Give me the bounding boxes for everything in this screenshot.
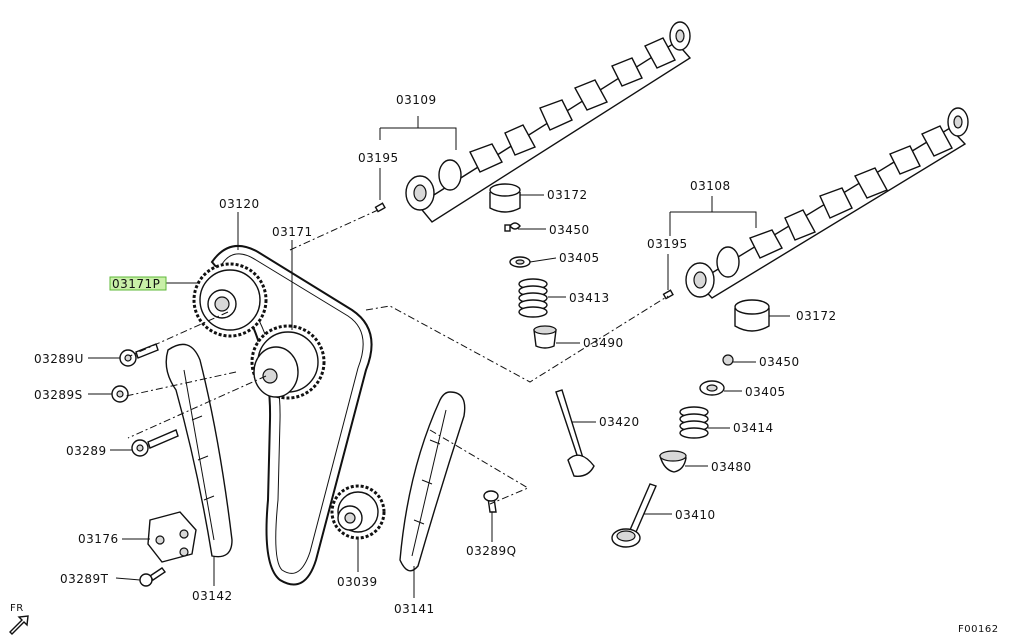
label-03289T[interactable]: 03289T [60, 572, 109, 586]
bolt-03289T[interactable] [139, 567, 167, 587]
seal-03490[interactable] [533, 325, 557, 349]
label-03289U[interactable]: 03289U [34, 352, 84, 366]
label-03414[interactable]: 03414 [733, 421, 774, 435]
label-03480[interactable]: 03480 [711, 460, 752, 474]
label-03490[interactable]: 03490 [583, 336, 624, 350]
lifter-03172a[interactable] [489, 183, 521, 213]
label-03450a[interactable]: 03450 [549, 223, 590, 237]
figure-code: F00162 [958, 624, 999, 635]
seal-03480[interactable] [659, 450, 687, 473]
label-03195b[interactable]: 03195 [647, 237, 688, 251]
retainer-03405a[interactable] [509, 256, 531, 268]
pin-03195b[interactable] [662, 289, 674, 300]
spring-03413[interactable] [518, 278, 548, 318]
fr-label: FR [10, 603, 24, 614]
lifter-03172b[interactable] [734, 299, 770, 332]
highlight-03171P [109, 276, 167, 291]
bolt-03289Q[interactable] [483, 490, 499, 513]
spring-03414[interactable] [679, 406, 709, 439]
camshaft-03108[interactable] [685, 107, 969, 299]
valve-03410[interactable] [611, 483, 657, 548]
sprocket-03171[interactable] [250, 324, 326, 400]
label-03405b[interactable]: 03405 [745, 385, 786, 399]
keeper-03450b[interactable] [722, 354, 734, 366]
label-03176[interactable]: 03176 [78, 532, 119, 546]
label-03420[interactable]: 03420 [599, 415, 640, 429]
label-03172a[interactable]: 03172 [547, 188, 588, 202]
pin-03195a[interactable] [374, 202, 386, 213]
label-03172b[interactable]: 03172 [796, 309, 837, 323]
label-03141[interactable]: 03141 [394, 602, 435, 616]
label-03289[interactable]: 03289 [66, 444, 107, 458]
chain-guide-03141[interactable] [399, 391, 466, 572]
label-03450b[interactable]: 03450 [759, 355, 800, 369]
label-03405a[interactable]: 03405 [559, 251, 600, 265]
label-03171P[interactable]: 03171P [112, 277, 160, 291]
retainer-03405b[interactable] [699, 380, 725, 396]
camshaft-03109[interactable] [405, 21, 692, 223]
label-03289S[interactable]: 03289S [34, 388, 83, 402]
label-03289Q[interactable]: 03289Q [466, 544, 517, 558]
label-03171[interactable]: 03171 [272, 225, 313, 239]
label-03109[interactable]: 03109 [396, 93, 437, 107]
crank-sprocket-03039[interactable] [330, 484, 386, 540]
label-03195a[interactable]: 03195 [358, 151, 399, 165]
label-03120[interactable]: 03120 [219, 197, 260, 211]
sprocket-03171P[interactable] [192, 262, 268, 338]
washer-03289S[interactable] [111, 385, 129, 403]
label-03413[interactable]: 03413 [569, 291, 610, 305]
label-03142[interactable]: 03142 [192, 589, 233, 603]
label-03108[interactable]: 03108 [690, 179, 731, 193]
label-03410[interactable]: 03410 [675, 508, 716, 522]
keeper-03450a[interactable] [504, 222, 521, 232]
chain-guide-03142[interactable] [165, 343, 233, 558]
bolt-03289[interactable] [131, 429, 179, 457]
arrow-icon [9, 615, 29, 635]
front-direction-indicator: FR [9, 603, 29, 635]
label-03039[interactable]: 03039 [337, 575, 378, 589]
tensioner-03176[interactable] [147, 511, 197, 563]
valve-03420[interactable] [555, 389, 595, 477]
bolt-03289U[interactable] [119, 343, 159, 367]
